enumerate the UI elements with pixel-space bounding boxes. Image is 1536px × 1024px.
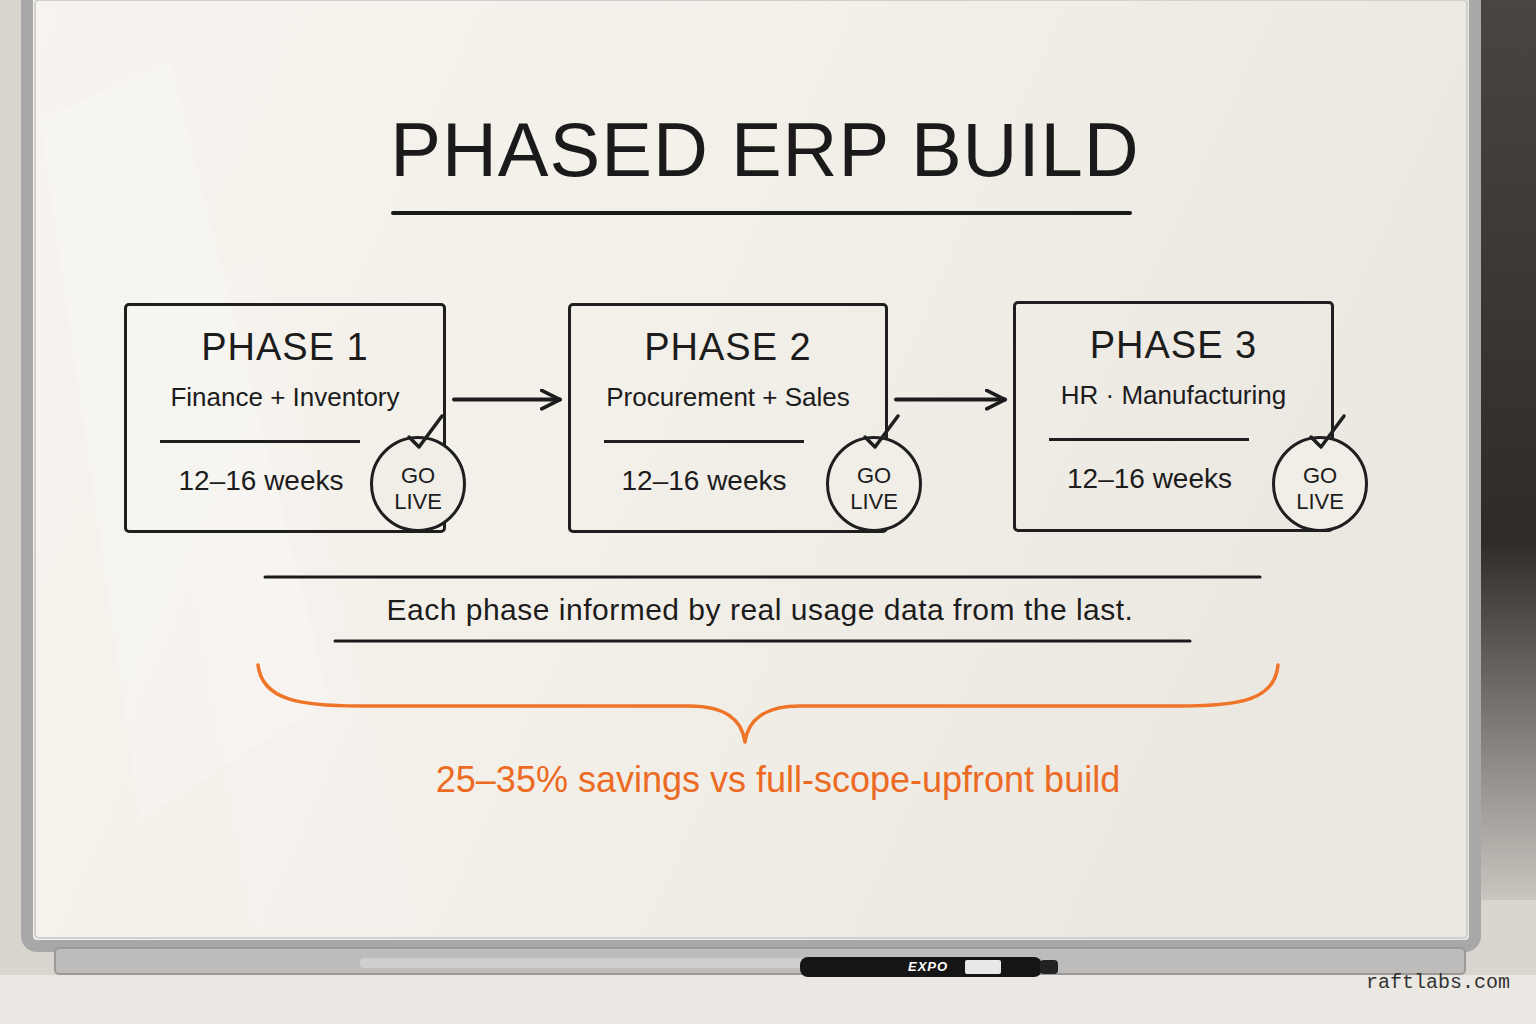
title-underline xyxy=(393,211,1130,215)
phase-heading: PHASE 1 xyxy=(201,326,369,368)
divider-line xyxy=(604,440,804,443)
curly-brace xyxy=(258,665,1278,742)
checkmark xyxy=(409,416,442,447)
status-label: GO LIVE xyxy=(842,463,906,515)
module-text: Procurement + Sales xyxy=(606,382,850,412)
checkmark xyxy=(865,416,898,447)
tray-lip xyxy=(360,958,820,968)
status-label: GO LIVE xyxy=(386,463,450,515)
circle-shape xyxy=(828,438,921,531)
circle-shape xyxy=(1274,438,1367,531)
marker-body xyxy=(800,957,1042,977)
divider-line xyxy=(160,440,360,443)
circle-shape xyxy=(372,438,465,531)
flow-arrow xyxy=(454,398,560,402)
title-text: PHASED ERP BUILD xyxy=(0,112,1530,188)
status-label: GO LIVE xyxy=(1288,463,1352,515)
rule-line xyxy=(265,576,1260,579)
checkmark xyxy=(1311,416,1344,447)
module-text: HR · Manufacturing xyxy=(1061,380,1286,410)
module-text: Finance + Inventory xyxy=(170,382,399,412)
rule-line xyxy=(335,640,1190,643)
go-live-circle: GO LIVE xyxy=(370,436,466,532)
note-text: Each phase informed by real usage data f… xyxy=(0,590,1520,630)
window-light xyxy=(150,260,420,930)
marker-label xyxy=(965,960,1001,974)
marker-cap xyxy=(1040,960,1058,974)
go-live-circle: GO LIVE xyxy=(826,436,922,532)
divider-line xyxy=(1049,438,1249,441)
marker-tray xyxy=(55,948,1465,974)
savings-callout: 25–35% savings vs full-scope-upfront bui… xyxy=(18,757,1536,803)
go-live-circle: GO LIVE xyxy=(1272,436,1368,532)
phase-heading: PHASE 2 xyxy=(644,326,812,368)
floor-light xyxy=(0,975,1536,1024)
flow-arrow xyxy=(896,398,1005,402)
marker-brand: EXPO xyxy=(908,959,964,975)
phase-heading: PHASE 3 xyxy=(1090,324,1258,366)
watermark: raftlabs.com xyxy=(1366,971,1526,995)
